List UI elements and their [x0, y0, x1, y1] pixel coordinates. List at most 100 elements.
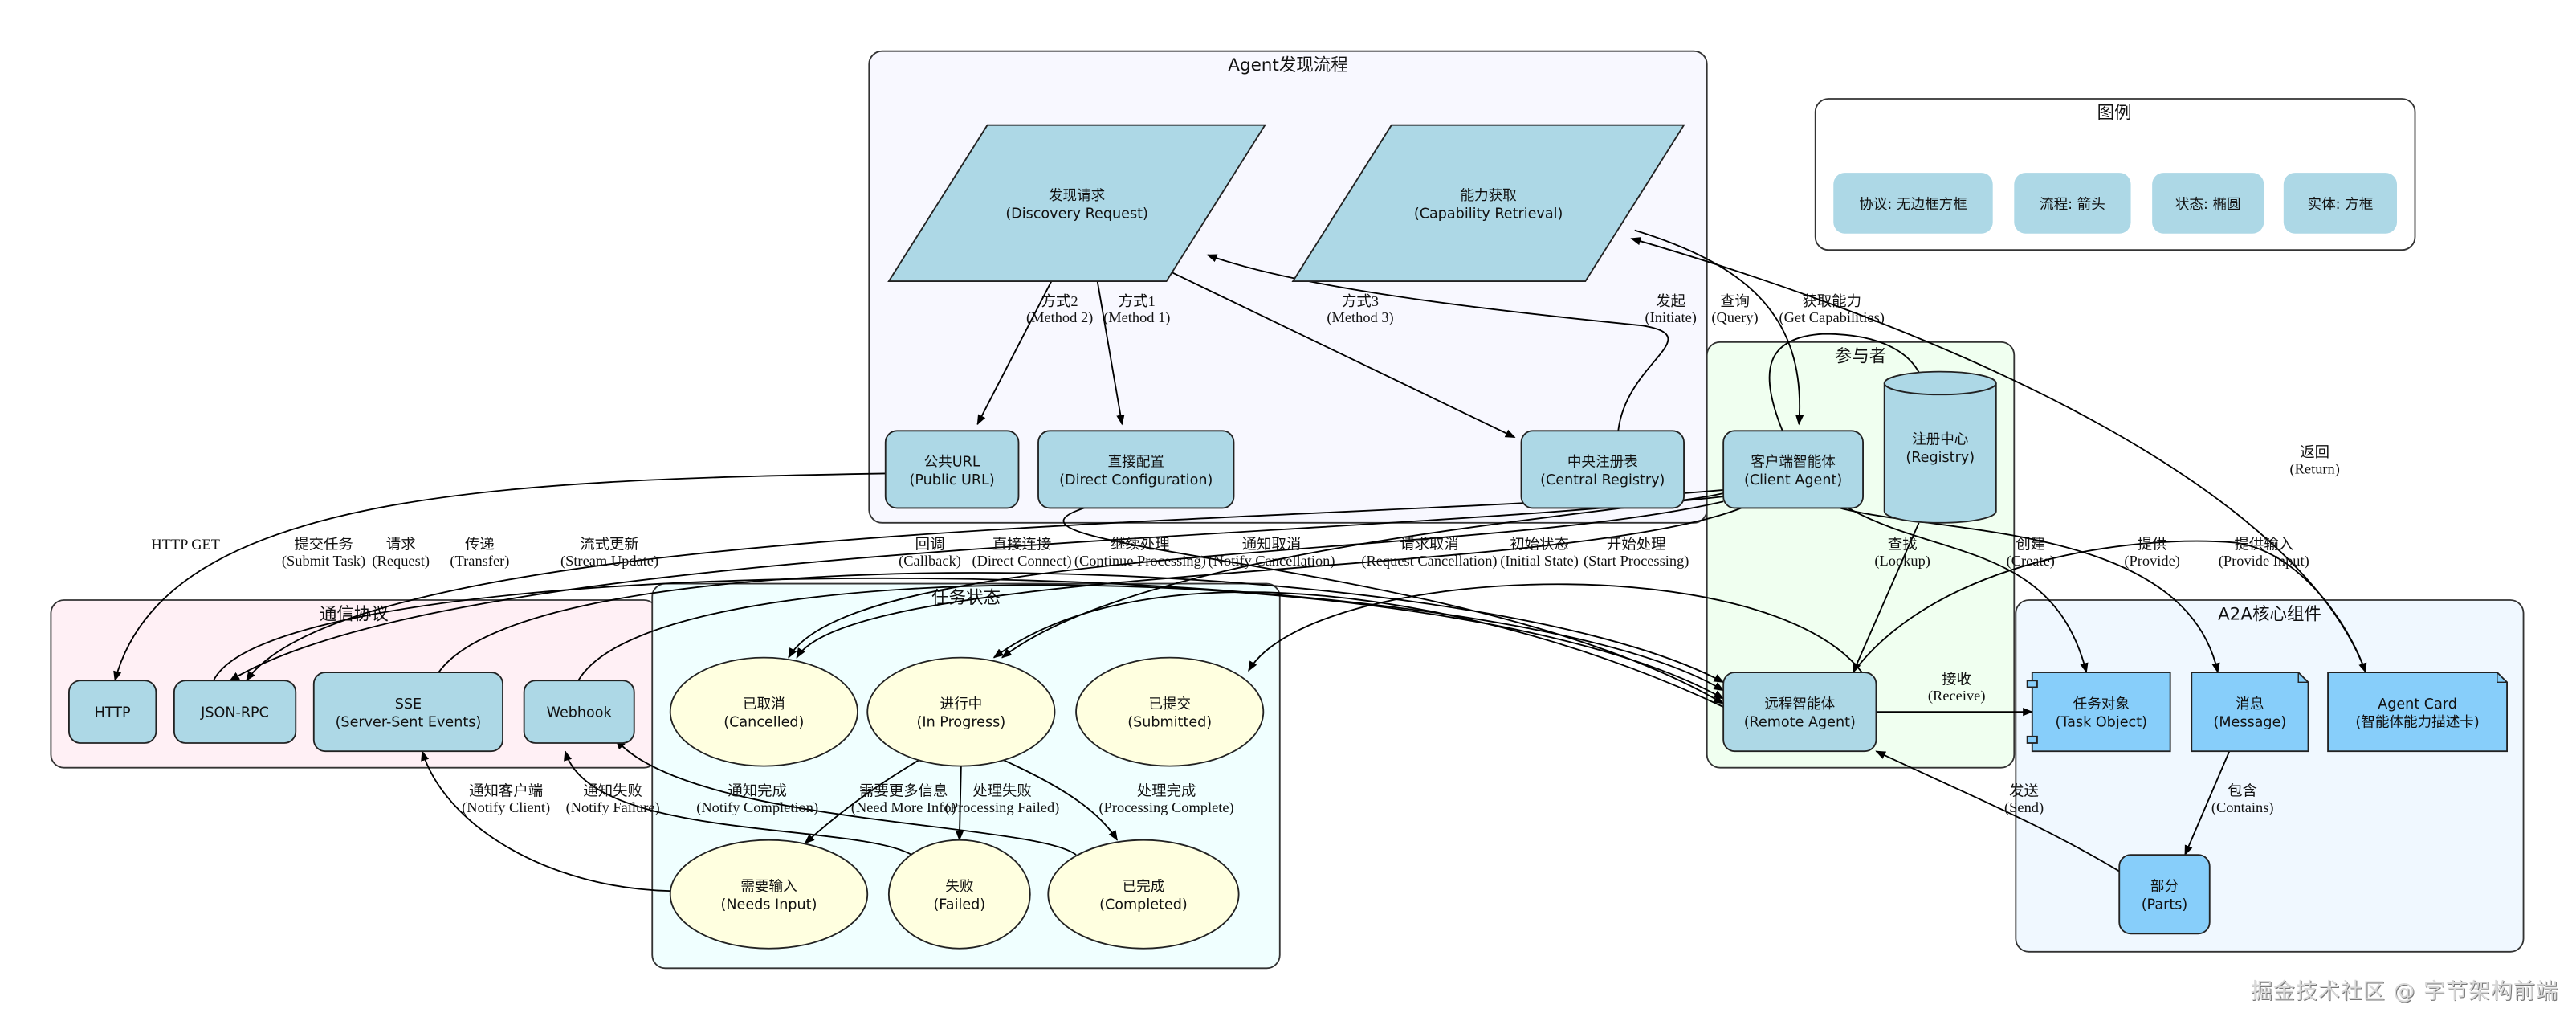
- edge-label-en: (Query): [1711, 309, 1758, 326]
- node-http[interactable]: HTTP: [68, 680, 157, 744]
- edge-label-en: (Request): [372, 553, 430, 570]
- edge-label-en: (Initiate): [1645, 309, 1697, 326]
- edge-label: 方式1: [1119, 293, 1156, 309]
- node-message[interactable]: 消息(Message): [2191, 672, 2309, 753]
- edge-label: 查找: [1888, 537, 1918, 553]
- node-failed[interactable]: 失败(Failed): [887, 839, 1031, 950]
- edge-label: 通知取消: [1242, 537, 1302, 553]
- edge-label-en: (Notify Client): [462, 799, 550, 816]
- edge: 提交任务(Submit Task): [246, 489, 1724, 682]
- edge-arrow: [113, 472, 886, 682]
- cluster-title: 任务状态: [931, 588, 1001, 608]
- edge-label-en: (Stream Update): [560, 553, 658, 570]
- node-sublabel: (Direct Configuration): [1059, 472, 1213, 488]
- node-json-rpc[interactable]: JSON-RPC: [173, 680, 297, 744]
- node-sublabel: (Parts): [2142, 897, 2188, 913]
- node-task-object[interactable]: 任务对象(Task Object): [2026, 672, 2171, 753]
- node-label: 已取消: [743, 696, 785, 713]
- node-label: Webhook: [547, 704, 613, 721]
- edge-label: HTTP GET: [151, 537, 220, 553]
- node-completed[interactable]: 已完成(Completed): [1047, 839, 1240, 950]
- edge: 接收(Receive): [1876, 671, 2034, 717]
- node-label: 已提交: [1148, 696, 1191, 713]
- edge-arrow: [955, 766, 964, 841]
- edge-label: 回调: [915, 537, 945, 553]
- edge: 处理完成(Processing Complete): [1001, 758, 1234, 841]
- edge-label-en: (Need More Info): [851, 799, 956, 816]
- edge-label: 直接连接: [992, 537, 1052, 553]
- node-sublabel: (Failed): [933, 897, 985, 913]
- edge-label-en: (Method 2): [1026, 309, 1093, 326]
- node-label: 中央注册表: [1567, 454, 1638, 470]
- legend: 图例协议: 无边框方框流程: 箭头状态: 椭圆实体: 方框: [1814, 98, 2416, 251]
- node-sse[interactable]: SSE(Server-Sent Events): [312, 672, 503, 753]
- node-agent-card[interactable]: Agent Card(智能体能力描述卡): [2327, 672, 2508, 753]
- node-sublabel: (Public URL): [910, 472, 995, 488]
- edge-label-en: (Lookup): [1874, 553, 1930, 570]
- cluster-title: 参与者: [1835, 346, 1886, 366]
- edge-label: 提交任务: [294, 537, 353, 553]
- edge-label: 处理失败: [972, 782, 1032, 798]
- legend-item: 状态: 椭圆: [2152, 173, 2264, 234]
- node-client-agent[interactable]: 客户端智能体(Client Agent): [1722, 430, 1864, 509]
- edge-arrow: [246, 489, 1724, 682]
- edge-arrow: [1096, 280, 1125, 426]
- node-direct-config[interactable]: 直接配置(Direct Configuration): [1037, 430, 1235, 509]
- node-label: 发现请求: [1049, 188, 1105, 204]
- edge: 查找(Lookup): [1852, 522, 1930, 674]
- edge-arrow: [1634, 229, 1804, 426]
- edge-arrow: [1248, 583, 1877, 700]
- node-parts[interactable]: 部分 (Parts): [2118, 854, 2211, 935]
- edge-label: 处理完成: [1137, 782, 1196, 798]
- edge: 查询(Query): [1711, 293, 1929, 431]
- edge-label-en: (Method 3): [1327, 309, 1393, 326]
- edge-label-en: (Send): [2004, 799, 2044, 816]
- edge-label-en: (Provide Input): [2219, 553, 2309, 570]
- watermark: 掘金技术社区 @ 字节架构前端: [2250, 979, 2558, 1004]
- node-label: 已完成: [1123, 879, 1165, 895]
- node-remote-agent[interactable]: 远程智能体(Remote Agent): [1722, 672, 1877, 753]
- node-label: 远程智能体: [1764, 696, 1835, 713]
- node-submitted[interactable]: 已提交(Submitted): [1075, 656, 1265, 767]
- edge-label: 继续处理: [1111, 537, 1170, 553]
- node-in-progress[interactable]: 进行中(In Progress): [866, 656, 1056, 767]
- edge-label-en: (Method 1): [1103, 309, 1170, 326]
- edge-arrow: [229, 496, 1724, 682]
- legend-item: 实体: 方框: [2283, 173, 2397, 234]
- node-label: HTTP: [95, 704, 131, 721]
- edge: 通知完成(Notify Completion): [615, 738, 1077, 856]
- node-discovery-request[interactable]: 发现请求 (Discovery Request): [887, 124, 1267, 283]
- legend-item: 流程: 箭头: [2014, 173, 2131, 234]
- cluster-title: A2A核心组件: [2218, 605, 2321, 625]
- edge-label-en: (Return): [2290, 460, 2340, 477]
- node-public-url[interactable]: 公共URL(Public URL): [884, 430, 1020, 509]
- legend-item: 协议: 无边框方框: [1833, 173, 1993, 234]
- cluster-core: A2A核心组件: [2015, 599, 2525, 953]
- edge-label-en: (Initial State): [1500, 553, 1579, 570]
- node-label: 进行中: [940, 696, 982, 713]
- legend-item-label: 实体: 方框: [2307, 197, 2373, 213]
- edge-label-en: (Notify Failure): [566, 799, 660, 816]
- node-sublabel: (Task Object): [2055, 715, 2147, 731]
- edge: HTTP GET: [113, 472, 886, 682]
- node-sublabel: (智能体能力描述卡): [2355, 715, 2479, 731]
- node-central-registry[interactable]: 中央注册表(Central Registry): [1520, 430, 1685, 509]
- edge-label: 查询: [1720, 293, 1750, 309]
- node-needs-input[interactable]: 需要输入(Needs Input): [669, 839, 869, 950]
- edge: 请求(Request): [229, 496, 1724, 682]
- node-sublabel: (Discovery Request): [1005, 206, 1148, 222]
- node-capability-retrieval[interactable]: 能力获取(Capability Retrieval): [1291, 124, 1685, 283]
- node-label: 部分: [2150, 879, 2179, 895]
- node-webhook[interactable]: Webhook: [523, 680, 635, 744]
- node-label: JSON-RPC: [200, 704, 269, 721]
- edge-label: 发起: [1656, 293, 1685, 309]
- edge-label-en: (Start Processing): [1584, 553, 1689, 570]
- node-label: SSE: [395, 696, 422, 713]
- edge-arrow: [788, 500, 1724, 659]
- node-sublabel: (Message): [2214, 715, 2287, 731]
- node-cancelled[interactable]: 已取消(Cancelled): [669, 656, 858, 767]
- edge-label-en: (Submit Task): [282, 553, 365, 570]
- node-registry[interactable]: 注册中心(Registry): [1883, 370, 1997, 524]
- node-sublabel: (Registry): [1906, 450, 1975, 466]
